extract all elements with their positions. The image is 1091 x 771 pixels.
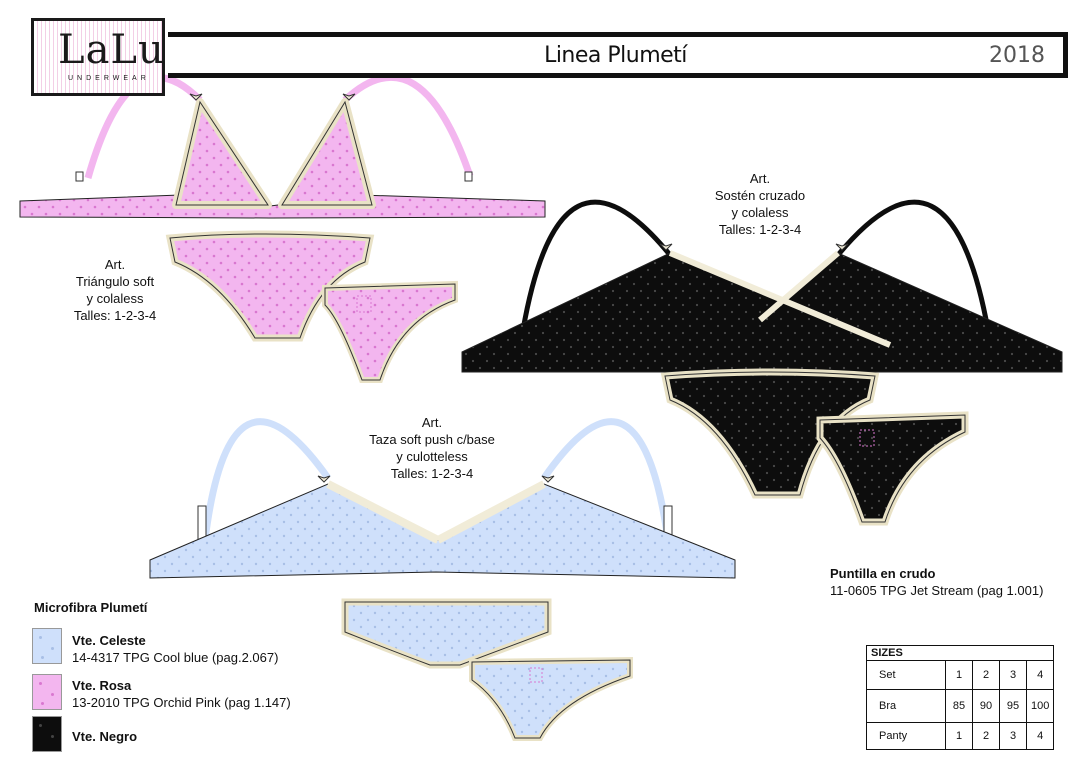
caption-line: Talles: 1-2-3-4 bbox=[73, 308, 157, 323]
sizes-table: SIZES Set 1 2 3 4 Bra 85 90 95 100 Panty… bbox=[865, 645, 1055, 750]
cell: 4 bbox=[1025, 660, 1055, 690]
page-title: Linea Plumetí bbox=[544, 43, 687, 68]
swatch-celeste bbox=[32, 628, 62, 664]
caption-line: y colaless bbox=[731, 205, 789, 220]
trim-detail: 11-0605 TPG Jet Stream (pag 1.001) bbox=[830, 583, 1044, 598]
variant-detail: 13-2010 TPG Orchid Pink (pag 1.147) bbox=[72, 695, 291, 710]
dot bbox=[51, 693, 54, 696]
pink-colaless-front bbox=[165, 230, 375, 342]
dot bbox=[41, 656, 44, 659]
cell: 95 bbox=[999, 689, 1027, 723]
fabric-title: Microfibra Plumetí bbox=[34, 600, 148, 615]
title-bar: Linea Plumetí 2018 bbox=[168, 32, 1068, 78]
blue-culotteless-front bbox=[341, 598, 552, 669]
black-crossover-bra bbox=[461, 199, 1063, 373]
article-crossover-caption: Art. Sostén cruzado y colaless Talles: 1… bbox=[695, 170, 825, 238]
pink-triangle-bra bbox=[19, 73, 546, 219]
article-triangle-caption: Art. Triángulo soft y colaless Talles: 1… bbox=[50, 256, 180, 324]
caption-line: Art. bbox=[421, 415, 443, 430]
cell: 90 bbox=[972, 689, 1000, 723]
dot bbox=[51, 647, 54, 650]
row-label: Bra bbox=[866, 689, 946, 723]
pink-colaless-back bbox=[322, 280, 458, 383]
cell: 100 bbox=[1025, 689, 1055, 723]
table-row: Set 1 2 3 4 bbox=[866, 660, 1055, 690]
sizes-title: SIZES bbox=[865, 645, 1055, 661]
variant-name: Vte. Rosa bbox=[72, 678, 132, 693]
caption-line: Sostén cruzado bbox=[714, 188, 806, 203]
table-row: Bra 85 90 95 100 bbox=[866, 689, 1055, 723]
cell: 3 bbox=[999, 722, 1027, 750]
article-pushup-caption: Art. Taza soft push c/base y culotteless… bbox=[352, 414, 512, 482]
year-label: 2018 bbox=[989, 43, 1045, 68]
brand-logo: LaLu UNDERWEAR bbox=[31, 18, 165, 96]
cell: 1 bbox=[945, 722, 973, 750]
swatch-negro bbox=[32, 716, 62, 752]
black-colaless-back bbox=[816, 411, 969, 526]
caption-line: Art. bbox=[104, 257, 126, 272]
caption-line: Art. bbox=[749, 171, 771, 186]
dot bbox=[39, 724, 42, 727]
row-label: Set bbox=[866, 660, 946, 690]
trim-title: Puntilla en crudo bbox=[830, 566, 936, 581]
table-row: Panty 1 2 3 4 bbox=[866, 722, 1055, 750]
caption-line: Talles: 1-2-3-4 bbox=[718, 222, 802, 237]
variant-detail: 14-4317 TPG Cool blue (pag.2.067) bbox=[72, 650, 279, 665]
cell: 4 bbox=[1025, 722, 1055, 750]
dot bbox=[41, 702, 44, 705]
caption-line: Triángulo soft bbox=[75, 274, 155, 289]
cell: 2 bbox=[972, 722, 1000, 750]
cell: 2 bbox=[972, 660, 1000, 690]
logo-subtitle: UNDERWEAR bbox=[68, 75, 150, 82]
logo-name: LaLu bbox=[58, 27, 165, 73]
dot bbox=[39, 636, 42, 639]
legend-rosa: Vte. Rosa 13-2010 TPG Orchid Pink (pag 1… bbox=[72, 677, 291, 711]
trim-note: Puntilla en crudo 11-0605 TPG Jet Stream… bbox=[830, 565, 1043, 599]
dot bbox=[39, 682, 42, 685]
cell: 3 bbox=[999, 660, 1027, 690]
blue-pushup-bra bbox=[149, 418, 736, 579]
caption-line: y culotteless bbox=[396, 449, 468, 464]
sizes-header-row: SIZES bbox=[865, 645, 1055, 661]
dot bbox=[51, 735, 54, 738]
legend-negro: Vte. Negro bbox=[72, 728, 137, 745]
cell: 1 bbox=[945, 660, 973, 690]
variant-name: Vte. Celeste bbox=[72, 633, 146, 648]
caption-line: Talles: 1-2-3-4 bbox=[390, 466, 474, 481]
legend-celeste: Vte. Celeste 14-4317 TPG Cool blue (pag.… bbox=[72, 632, 278, 666]
row-label: Panty bbox=[866, 722, 946, 750]
cell: 85 bbox=[945, 689, 973, 723]
variant-name: Vte. Negro bbox=[72, 729, 138, 744]
blue-culotteless-back bbox=[469, 656, 633, 741]
caption-line: Taza soft push c/base bbox=[369, 432, 495, 447]
caption-line: y colaless bbox=[86, 291, 144, 306]
swatch-rosa bbox=[32, 674, 62, 710]
